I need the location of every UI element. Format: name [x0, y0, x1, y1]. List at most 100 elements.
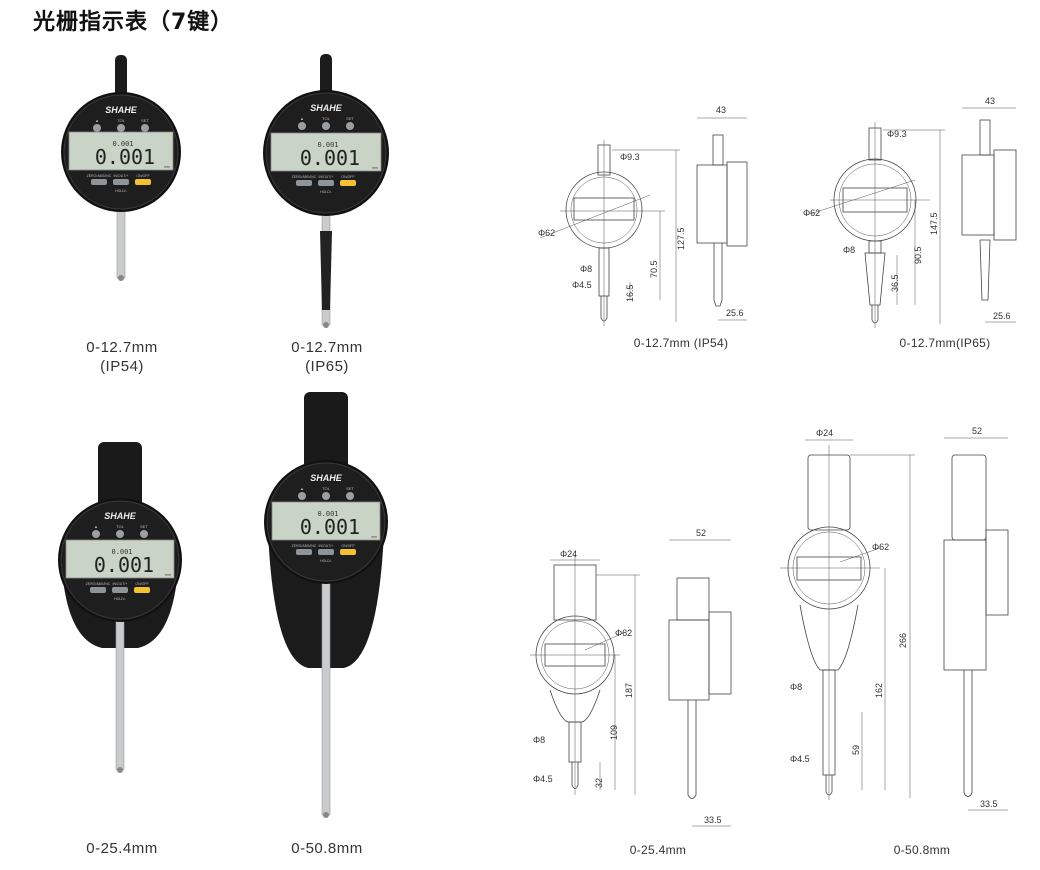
dim-total-height: 187 [624, 683, 634, 698]
dim-tip-dia: Φ4.5 [572, 280, 592, 290]
side-stem [712, 134, 724, 166]
drawing-caption: 0-25.4mm [629, 843, 687, 857]
button-label: ▲ [300, 116, 304, 121]
top-button [322, 122, 330, 130]
rating-label: (IP65) [305, 358, 349, 375]
top-button [93, 124, 101, 132]
unit-label: mm [372, 166, 378, 170]
button-label: ▲ [94, 524, 98, 529]
side-spindle [713, 243, 723, 307]
top-button [298, 492, 306, 500]
lcd-display [271, 501, 381, 541]
dim-depth: 33.5 [980, 799, 998, 809]
button-label: ZERO/ABS/INC [292, 175, 317, 179]
top-button [141, 124, 149, 132]
contact-tip [118, 275, 124, 281]
drawing-ip65: Φ9.3 Φ62 147.5 90.5 Φ8 36.5 43 25.6 [803, 96, 1017, 328]
bottom-button [91, 179, 107, 185]
bottom-button [113, 179, 129, 185]
side-cap [951, 454, 987, 541]
hold-label: HOLD/- [320, 559, 333, 563]
range-label: 0-12.7mm [291, 339, 363, 356]
button-label: TOL [116, 524, 124, 529]
unit-label: mm [164, 165, 170, 169]
button-label: ▲ [95, 118, 99, 123]
bottom-button [135, 179, 151, 185]
dim-tip-length: 59 [851, 745, 861, 755]
product-caption-25-4: 0-25.4mm [52, 839, 192, 858]
dim-cap-dia: Φ24 [560, 549, 577, 559]
product-caption-50-8: 0-50.8mm [257, 839, 397, 858]
spindle [115, 616, 125, 771]
bottom-button [90, 587, 106, 593]
dim-stem-dia: Φ9.3 [620, 152, 640, 162]
spindle [116, 206, 126, 279]
dim-total-height: 147.5 [929, 212, 939, 235]
side-body [668, 619, 710, 701]
brand-logo: SHAHE [310, 473, 343, 483]
dim-total-height: 266 [898, 633, 908, 648]
bottom-button [318, 549, 334, 555]
dim-cap-dia: Φ24 [816, 428, 833, 438]
dim-stem-dia: Φ9.3 [887, 129, 907, 139]
dim-depth: 25.6 [726, 308, 744, 318]
dim-spindle-dia: Φ8 [580, 264, 592, 274]
lcd-display [65, 539, 175, 579]
unit-label: mm [371, 535, 377, 539]
dim-tip-dia: Φ4.5 [533, 774, 553, 784]
dim-face-dia: Φ62 [872, 542, 889, 552]
dim-width: 52 [972, 426, 982, 436]
side-bezel [726, 161, 748, 247]
dim-face-dia: Φ62 [803, 208, 820, 218]
dim-depth: 25.6 [993, 311, 1011, 321]
side-stem [979, 119, 991, 156]
dim-depth: 33.5 [704, 815, 722, 825]
button-label: SET [346, 116, 354, 121]
contact-tip [117, 767, 123, 773]
leader-line [809, 179, 916, 215]
button-label: IN/OUT/+ [113, 582, 128, 586]
button-label: IN/OUT/+ [319, 175, 334, 179]
button-label: TOL [322, 486, 330, 491]
leader-line [539, 194, 651, 239]
main-reading: 0.001 [300, 146, 360, 170]
side-spindle [963, 670, 973, 797]
side-cap [676, 577, 710, 621]
drawing-caption: 0-50.8mm [893, 843, 951, 857]
small-reading: 0.001 [111, 548, 132, 556]
dim-tip-length: 16.5 [625, 284, 635, 302]
side-body [943, 539, 987, 671]
dim-center-height: 162 [874, 683, 884, 698]
top-button [116, 530, 124, 538]
drawing-50-8: Φ24 Φ62 266 162 Φ8 Φ4.5 59 52 33.5 [780, 426, 1009, 811]
range-label: 0-25.4mm [86, 840, 158, 857]
side-spindle [687, 700, 697, 799]
top-button [140, 530, 148, 538]
side-body [961, 154, 995, 236]
dim-total-height: 127.5 [676, 227, 686, 250]
button-label: TOL [117, 118, 125, 123]
bottom-button [340, 180, 356, 186]
top-button [117, 124, 125, 132]
page-title: 光栅指示表（7键） [33, 10, 234, 35]
dim-tip-length: 36.5 [890, 274, 900, 292]
contact-tip [323, 812, 329, 818]
dim-spindle-dia: Φ8 [533, 735, 545, 745]
button-label: IN/OUT/+ [114, 174, 129, 178]
main-reading: 0.001 [95, 145, 155, 169]
dim-spindle-dia: Φ8 [843, 245, 855, 255]
bottom-button [340, 549, 356, 555]
dim-spindle-dia: Φ8 [790, 682, 802, 692]
button-label: ZERO/ABS/INC [292, 544, 317, 548]
side-body [696, 164, 728, 244]
button-label: ON/OFF [136, 174, 149, 178]
dim-width: 43 [985, 96, 995, 106]
main-reading: 0.001 [300, 515, 360, 539]
top-button [298, 122, 306, 130]
bottom-button [296, 549, 312, 555]
top-button [346, 492, 354, 500]
